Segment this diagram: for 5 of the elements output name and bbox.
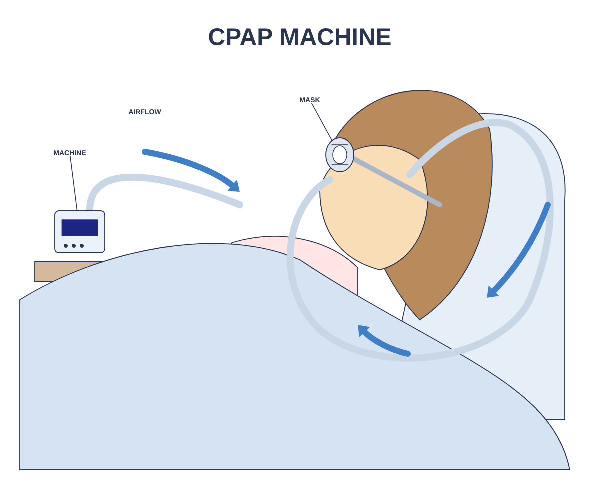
leader-line — [70, 156, 78, 211]
cpap-machine-drawing — [54, 210, 106, 254]
leader-line — [312, 103, 332, 141]
mask-drawing — [326, 138, 354, 172]
title: CPAP MACHINE — [209, 28, 391, 46]
